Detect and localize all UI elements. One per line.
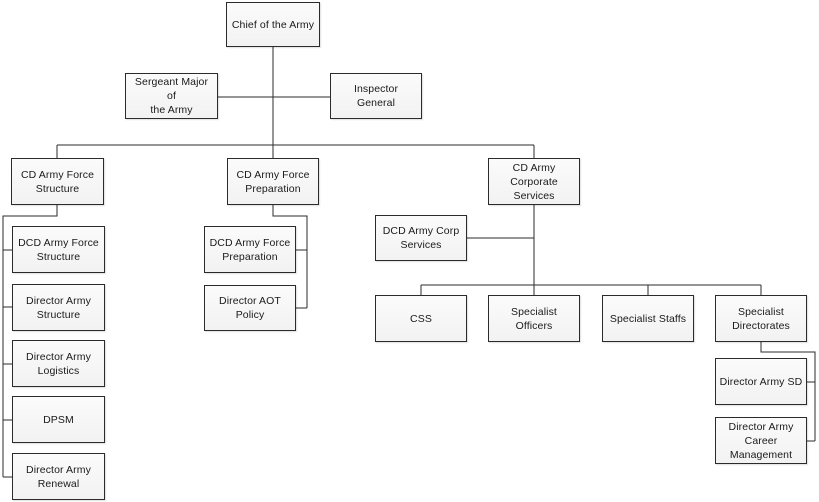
org-node-director-army-career-management[interactable]: Director Army Career Management <box>715 417 807 464</box>
org-node-dcd-army-force-preparation[interactable]: DCD Army Force Preparation <box>204 226 296 273</box>
org-node-director-army-renewal[interactable]: Director Army Renewal <box>12 453 105 500</box>
org-node-label-cd-army-force-structure: CD Army Force Structure <box>20 168 95 195</box>
org-node-sergeant-major-of-the-army[interactable]: Sergeant Major of the Army <box>125 73 218 119</box>
org-node-inspector-general[interactable]: Inspector General <box>330 73 422 119</box>
org-node-label-director-army-structure: Director Army Structure <box>26 294 91 321</box>
org-node-label-specialist-staffs: Specialist Staffs <box>609 312 687 325</box>
org-node-director-army-structure[interactable]: Director Army Structure <box>12 284 105 331</box>
org-node-label-chief-of-the-army: Chief of the Army <box>231 18 315 31</box>
org-node-label-director-army-renewal: Director Army Renewal <box>26 463 91 490</box>
org-node-label-director-army-logistics: Director Army Logistics <box>26 350 91 377</box>
org-node-director-army-logistics[interactable]: Director Army Logistics <box>12 340 105 387</box>
org-node-dcd-army-corp-services[interactable]: DCD Army Corp Services <box>375 215 467 261</box>
org-node-label-specialist-officers: Specialist Officers <box>511 305 557 332</box>
org-node-label-cd-army-corporate-services: CD Army Corporate Services <box>510 161 558 202</box>
org-node-label-dcd-army-corp-services: DCD Army Corp Services <box>382 225 460 251</box>
org-node-cd-army-force-structure[interactable]: CD Army Force Structure <box>11 158 104 205</box>
org-node-director-aot-policy[interactable]: Director AOT Policy <box>204 285 296 331</box>
org-node-label-director-army-career-management: Director Army Career Management <box>728 420 794 461</box>
org-node-chief-of-the-army[interactable]: Chief of the Army <box>226 2 320 47</box>
org-node-specialist-staffs[interactable]: Specialist Staffs <box>602 295 694 342</box>
org-node-specialist-officers[interactable]: Specialist Officers <box>488 295 580 342</box>
org-node-label-inspector-general: Inspector General <box>353 83 399 109</box>
org-node-css[interactable]: CSS <box>375 295 467 342</box>
org-node-label-sergeant-major-of-the-army: Sergeant Major of the Army <box>134 76 209 116</box>
org-node-label-dcd-army-force-structure: DCD Army Force Structure <box>18 236 99 263</box>
org-node-label-dpsm: DPSM <box>43 413 74 426</box>
org-node-dpsm[interactable]: DPSM <box>12 396 105 443</box>
org-node-cd-army-corporate-services[interactable]: CD Army Corporate Services <box>488 158 580 205</box>
org-node-label-dcd-army-force-preparation: DCD Army Force Preparation <box>209 236 291 263</box>
org-node-specialist-directorates[interactable]: Specialist Directorates <box>715 295 807 342</box>
org-node-label-css: CSS <box>410 312 432 325</box>
org-node-dcd-army-force-structure[interactable]: DCD Army Force Structure <box>12 226 105 273</box>
org-node-cd-army-force-preparation[interactable]: CD Army Force Preparation <box>227 158 319 205</box>
org-node-label-cd-army-force-preparation: CD Army Force Preparation <box>236 168 310 195</box>
org-node-label-director-army-sd: Director Army SD <box>719 375 803 388</box>
org-node-director-army-sd[interactable]: Director Army SD <box>715 358 807 405</box>
org-node-label-director-aot-policy: Director AOT Policy <box>219 295 281 321</box>
org-node-label-specialist-directorates: Specialist Directorates <box>732 305 790 332</box>
